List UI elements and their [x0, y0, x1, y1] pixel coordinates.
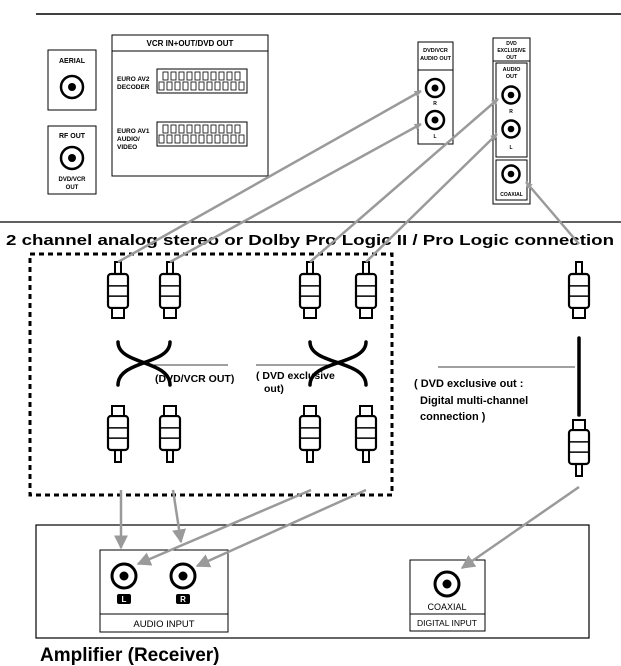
connection-heading: 2 channel analog stereo or Dolby Pro Log…	[6, 233, 614, 249]
exclusive-left-jack-icon	[501, 119, 521, 139]
rf-out-jack-box: RF OUT DVD/VCR OUT	[47, 125, 97, 195]
rca-plug-icon	[298, 405, 322, 463]
rca-plug-icon	[354, 405, 378, 463]
rca-plug-icon	[567, 419, 591, 477]
scart-connector-av2-icon	[156, 68, 248, 94]
dvdvcr-left-jack-icon	[424, 109, 446, 131]
right-badge-label: R	[180, 595, 186, 604]
euro-av1-label-1: EURO AV1	[117, 128, 150, 135]
digital-note-3: connection )	[420, 411, 486, 423]
dvd-exclusive-label-1: DVD	[506, 41, 517, 47]
dvdvcr-audio-out-label-1: DVD/VCR	[423, 48, 448, 54]
exclusive-r-label: R	[509, 109, 513, 115]
left-badge-label: L	[122, 595, 127, 604]
digital-note-2: Digital multi-channel	[420, 395, 528, 407]
coaxial-out-jack-icon	[501, 164, 521, 184]
rca-plug-icon	[106, 405, 130, 463]
rear-panel: AERIAL RF OUT DVD/VCR OUT VCR IN+OUT/DVD…	[47, 34, 531, 205]
rca-plug-icon	[567, 261, 591, 319]
rca-plug-icon	[158, 405, 182, 463]
amp-coaxial-label: COAXIAL	[427, 602, 466, 612]
dvd-exclusive-label-2: EXCLUSIVE	[497, 48, 526, 54]
euro-av1-label-2: AUDIO/	[117, 136, 140, 143]
rf-out-label: RF OUT	[59, 133, 86, 140]
euro-av2-label-1: EURO AV2	[117, 76, 150, 83]
amp-coaxial-jack-icon	[433, 570, 461, 598]
connection-arrows	[114, 89, 580, 570]
amplifier-title: Amplifier (Receiver)	[40, 645, 220, 666]
scart-box: VCR IN+OUT/DVD OUT EURO AV2 DECODER EURO…	[111, 34, 269, 177]
aerial-jack-icon	[59, 74, 85, 100]
dvd-exclusive-label-3: OUT	[506, 55, 517, 61]
rf-out-sub-1: DVD/VCR	[58, 177, 86, 183]
rca-plug-icon	[158, 261, 182, 319]
rf-out-sub-2: OUT	[66, 185, 79, 191]
scart-connector-av1-icon	[156, 121, 248, 147]
aerial-jack-box: AERIAL	[47, 49, 97, 111]
rca-plugs	[106, 261, 591, 477]
dvdvcr-audio-out-label-2: AUDIO OUT	[420, 56, 452, 62]
dvd-exclusive-out-label-2: out)	[264, 383, 284, 395]
dvdvcr-l-label: L	[433, 134, 436, 140]
euro-av1-label-3: VIDEO	[117, 144, 137, 151]
exclusive-right-jack-icon	[501, 85, 521, 105]
euro-av2-label-2: DECODER	[117, 84, 150, 91]
dvdvcr-out-label: (DVD/VCR OUT)	[155, 373, 234, 385]
rca-plug-icon	[106, 261, 130, 319]
audio-out-label-2: OUT	[506, 74, 518, 80]
dvdvcr-audio-out-box: DVD/VCR AUDIO OUT R L	[417, 41, 454, 145]
right-badge	[176, 594, 190, 604]
dvd-exclusive-out-box: DVD EXCLUSIVE OUT AUDIO OUT R L COAXIAL	[492, 37, 531, 205]
exclusive-l-label: L	[509, 145, 512, 151]
dvdvcr-right-jack-icon	[424, 77, 446, 99]
rca-plug-icon	[298, 261, 322, 319]
left-badge	[117, 594, 131, 604]
dvd-exclusive-out-label-1: ( DVD exclusive	[256, 370, 335, 382]
coaxial-out-label: COAXIAL	[500, 192, 523, 198]
scart-title: VCR IN+OUT/DVD OUT	[147, 39, 234, 48]
digital-note-1: ( DVD exclusive out :	[414, 378, 523, 390]
digital-input-label: DIGITAL INPUT	[417, 618, 477, 628]
analog-cables-group	[28, 252, 394, 497]
amp-left-jack-icon	[110, 562, 138, 590]
rf-out-jack-icon	[59, 145, 85, 171]
audio-out-label-1: AUDIO	[503, 67, 521, 73]
amplifier-panel: L R AUDIO INPUT COAXIAL DIGITAL INPUT	[35, 524, 590, 639]
amp-right-jack-icon	[169, 562, 197, 590]
dvdvcr-r-label: R	[433, 101, 437, 107]
aerial-label: AERIAL	[59, 58, 86, 65]
audio-input-label: AUDIO INPUT	[133, 619, 194, 630]
analog-cable-wires	[116, 336, 581, 417]
rca-plug-icon	[354, 261, 378, 319]
